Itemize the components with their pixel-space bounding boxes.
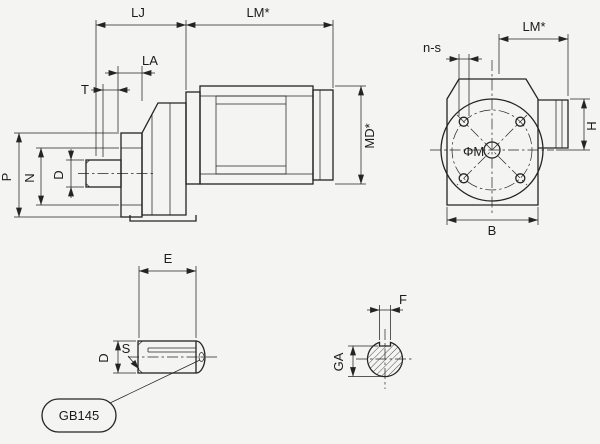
dim-label-lj: LJ — [131, 5, 145, 20]
end-view-dimensions: LM* n-s ΦM H B — [423, 19, 599, 238]
dim-label-f: F — [399, 292, 407, 307]
dim-label-b: B — [488, 223, 497, 238]
dim-label-md: MD* — [362, 123, 377, 148]
callout-gb145: GB145 — [59, 408, 99, 423]
dim-label-lm-side: LM* — [246, 5, 269, 20]
bolt-hole — [515, 173, 526, 184]
dim-label-d-shaft: D — [96, 353, 111, 362]
center-drill-hole — [198, 352, 205, 362]
dim-label-h: H — [584, 121, 599, 130]
dim-label-n: N — [22, 173, 37, 182]
diagonal-center-line — [456, 114, 528, 186]
key-section-dimensions: F GA — [331, 292, 407, 377]
shaft-end-face — [195, 340, 206, 374]
dim-label-p: P — [0, 173, 14, 182]
dim-label-d-side: D — [51, 170, 66, 179]
mounting-flange — [120, 132, 143, 218]
dim-label-lm-end: LM* — [522, 19, 545, 34]
bolt-hole — [458, 116, 469, 127]
label-s: S — [122, 341, 131, 356]
dim-label-la: LA — [142, 53, 158, 68]
fan-cover — [312, 89, 334, 181]
side-view: LJ LM* LA T P N — [0, 5, 377, 222]
dim-label-e: E — [164, 251, 173, 266]
terminal-box — [538, 99, 569, 149]
dim-label-t: T — [81, 82, 89, 97]
shaft-body — [137, 340, 197, 374]
shaft-view-dimensions: E D S GB145 — [41, 251, 201, 433]
dim-label-n-s: n-s — [423, 40, 442, 55]
side-view-dimensions: LJ LM* LA T P N — [0, 5, 377, 218]
bolt-hole — [515, 116, 526, 127]
dim-label-ga: GA — [331, 352, 346, 371]
label-phi-m: ΦM — [463, 144, 484, 159]
bolt-hole — [458, 173, 469, 184]
motor-body — [199, 85, 314, 185]
motor-adapter-flange — [185, 91, 201, 185]
key-cross-section-view: F GA — [331, 292, 414, 389]
gb145-leader-line — [109, 359, 201, 404]
gb145-callout-bubble — [41, 398, 117, 433]
shaft-detail-view: E D S GB145 — [41, 251, 218, 433]
end-view: LM* n-s ΦM H B — [423, 19, 599, 238]
